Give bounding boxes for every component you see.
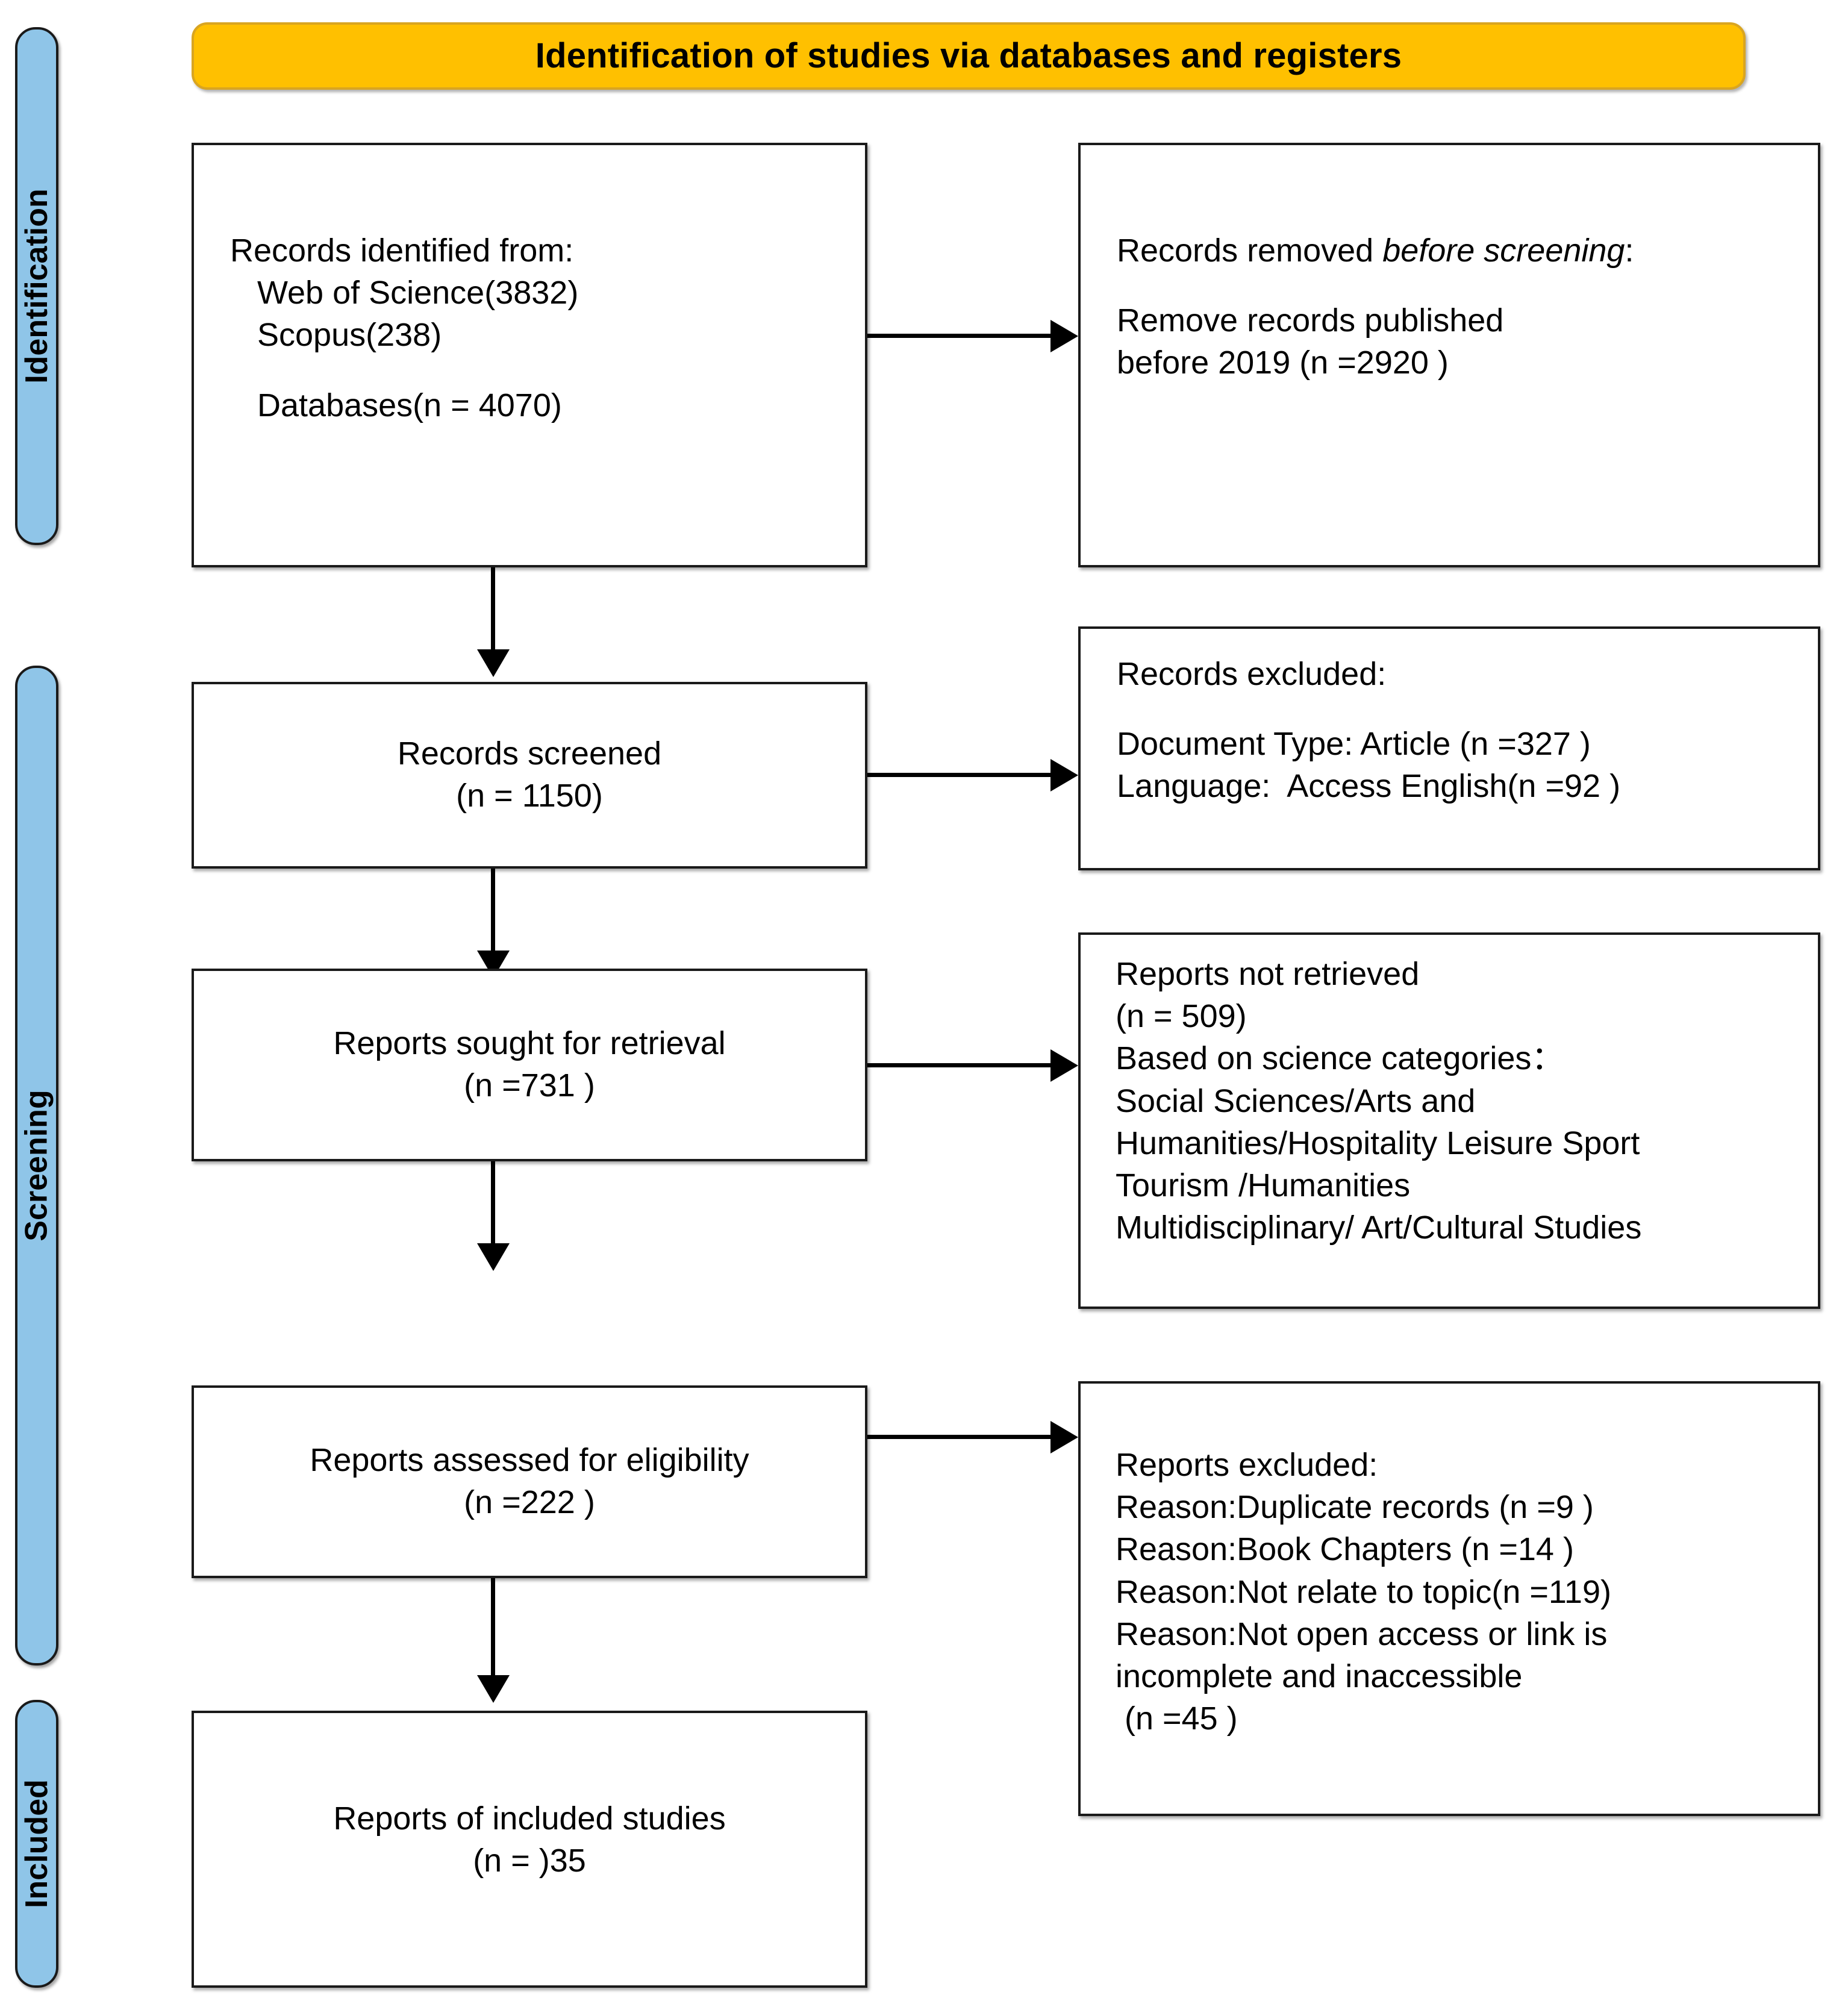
reports-excluded-line-3: Reason:Book Chapters (n =14 )	[1116, 1531, 1574, 1568]
records-removed-heading-italic: before screening	[1382, 233, 1625, 269]
arrowhead-assessed-to-excluded	[1050, 1421, 1078, 1453]
arrowhead-identified-to-screened	[477, 649, 510, 677]
diagram-title-banner: Identification of studies via databases …	[192, 22, 1746, 90]
reports-sought-line-1: Reports sought for retrieval	[333, 1025, 726, 1061]
reports-not-retrieved-line-7: Multidisciplinary/ Art/Cultural Studies	[1116, 1210, 1642, 1246]
arrowhead-sought-to-assessed	[477, 1243, 510, 1271]
box-records-excluded: Records excluded: Document Type: Article…	[1078, 626, 1820, 870]
reports-assessed-line-1: Reports assessed for eligibility	[310, 1442, 749, 1478]
records-identified-spacer	[230, 357, 865, 384]
records-excluded-line-1: Records excluded:	[1117, 656, 1387, 692]
connector-identified-to-removed	[867, 334, 1055, 338]
records-excluded-spacer	[1117, 695, 1818, 723]
reports-excluded-line-4: Reason:Not relate to topic(n =119)	[1116, 1573, 1611, 1610]
records-excluded-line-2: Document Type: Article (n =327 )	[1117, 726, 1591, 763]
records-removed-heading-prefix: Records removed	[1117, 233, 1383, 269]
reports-excluded-line-6: incomplete and inaccessible	[1116, 1658, 1523, 1694]
connector-sought-to-not-retrieved	[867, 1063, 1055, 1067]
arrowhead-identified-to-removed	[1050, 320, 1078, 352]
reports-sought-line-2: (n =731 )	[464, 1067, 595, 1104]
box-reports-not-retrieved: Reports not retrieved (n = 509) Based on…	[1078, 932, 1820, 1309]
records-removed-spacer	[1117, 272, 1818, 299]
stage-label-screening: Screening	[19, 1090, 55, 1241]
records-excluded-line-3: Language: Access English(n =92 )	[1117, 768, 1621, 805]
stage-pill-included: Included	[15, 1700, 58, 1988]
reports-excluded-line-5: Reason:Not open access or link is	[1116, 1616, 1608, 1652]
records-removed-line-3: before 2019 (n =2920 )	[1117, 345, 1449, 381]
arrowhead-assessed-to-included	[477, 1675, 510, 1703]
records-removed-heading-suffix: :	[1625, 233, 1634, 269]
records-removed-line-2: Remove records published	[1117, 302, 1504, 339]
reports-assessed-line-2: (n =222 )	[464, 1484, 595, 1521]
connector-identified-to-screened	[491, 567, 495, 655]
connector-assessed-to-included	[491, 1578, 495, 1681]
reports-included-line-1: Reports of included studies	[333, 1800, 726, 1837]
records-identified-line-1: Records identified from:	[230, 233, 574, 269]
records-screened-line-2: (n = 1150)	[456, 778, 603, 814]
stage-pill-identification: Identification	[15, 27, 58, 545]
reports-included-line-2: (n = )35	[473, 1843, 586, 1879]
arrowhead-screened-to-excluded	[1050, 759, 1078, 791]
reports-excluded-line-2: Reason:Duplicate records (n =9 )	[1116, 1489, 1594, 1526]
connector-assessed-to-excluded	[867, 1435, 1055, 1439]
box-reports-assessed: Reports assessed for eligibility (n =222…	[192, 1385, 867, 1578]
records-removed-heading: Records removed before screening:	[1117, 229, 1818, 272]
records-identified-line-3: Scopus(238)	[230, 317, 442, 354]
arrowhead-sought-to-not-retrieved	[1050, 1049, 1078, 1082]
stage-pill-screening: Screening	[15, 666, 58, 1666]
stage-label-included: Included	[19, 1779, 55, 1908]
box-records-identified: Records identified from: Web of Science(…	[192, 143, 867, 567]
box-records-removed: Records removed before screening: Remove…	[1078, 143, 1820, 567]
reports-not-retrieved-line-6: Tourism /Humanities	[1116, 1167, 1411, 1203]
box-reports-sought: Reports sought for retrieval (n =731 )	[192, 969, 867, 1161]
reports-excluded-line-1: Reports excluded:	[1116, 1447, 1378, 1483]
connector-screened-to-sought	[491, 869, 495, 956]
reports-not-retrieved-line-2: (n = 509)	[1116, 998, 1247, 1035]
connector-sought-to-assessed	[491, 1161, 495, 1249]
reports-not-retrieved-line-4: Social Sciences/Arts and	[1116, 1082, 1476, 1119]
reports-not-retrieved-line-3: Based on science categories：	[1116, 1040, 1564, 1077]
reports-not-retrieved-line-1: Reports not retrieved	[1116, 956, 1420, 992]
records-identified-line-2: Web of Science(3832)	[230, 275, 579, 311]
records-screened-line-1: Records screened	[397, 735, 662, 772]
connector-screened-to-excluded	[867, 773, 1055, 777]
box-reports-excluded: Reports excluded: Reason:Duplicate recor…	[1078, 1381, 1820, 1816]
reports-excluded-line-7: (n =45 )	[1116, 1700, 1238, 1737]
stage-label-identification: Identification	[19, 189, 54, 384]
reports-not-retrieved-line-5: Humanities/Hospitality Leisure Sport	[1116, 1125, 1640, 1161]
box-records-screened: Records screened (n = 1150)	[192, 682, 867, 869]
records-identified-line-4: Databases(n = 4070)	[230, 387, 562, 423]
diagram-title: Identification of studies via databases …	[535, 36, 1402, 76]
box-reports-included: Reports of included studies (n = )35	[192, 1711, 867, 1988]
